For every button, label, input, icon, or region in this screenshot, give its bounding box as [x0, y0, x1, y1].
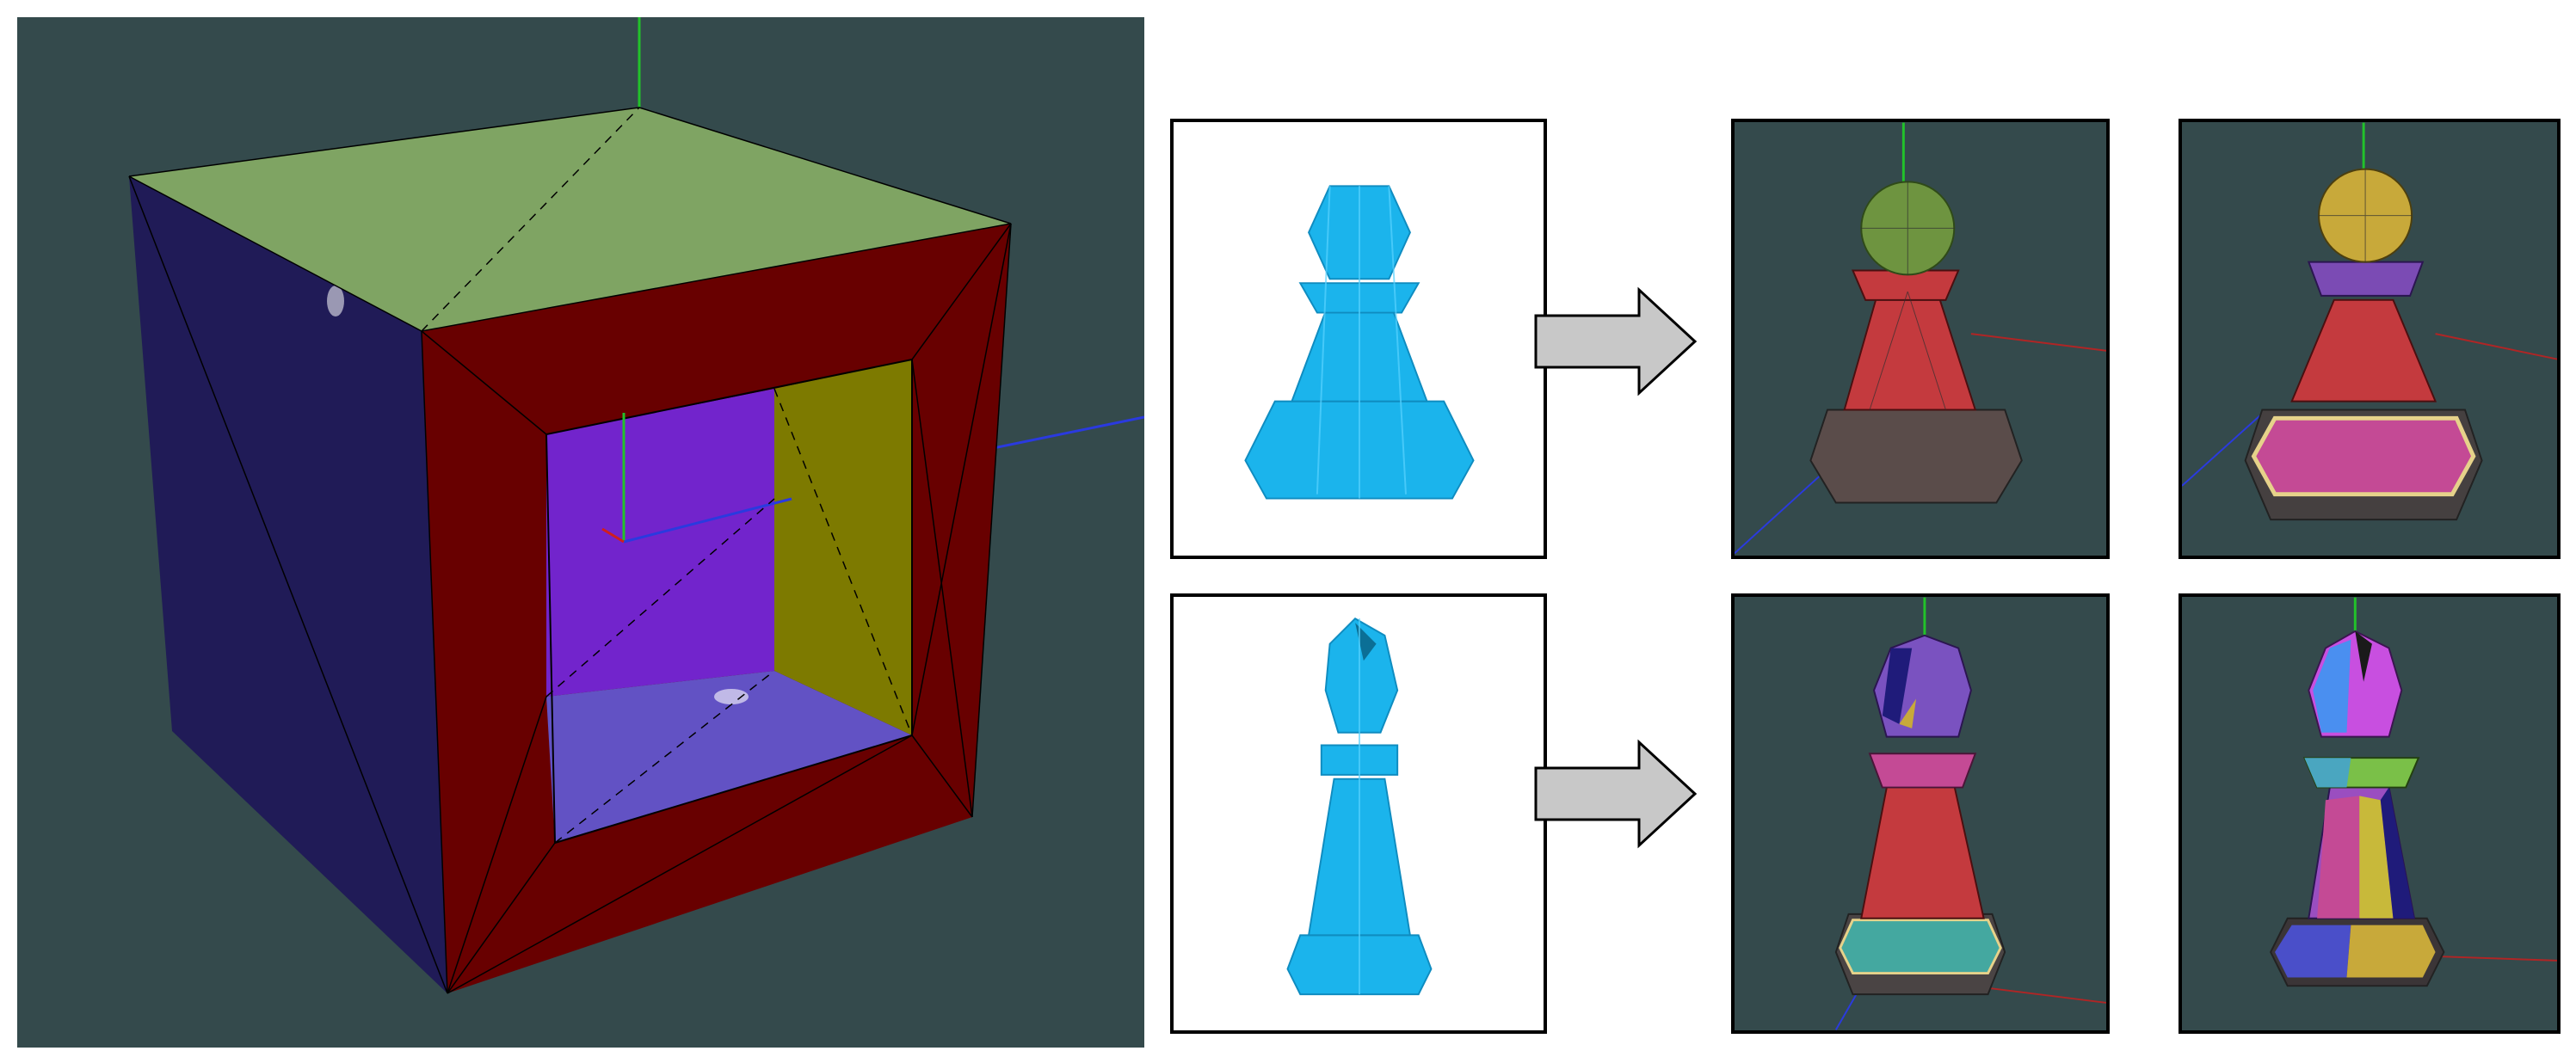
inner-axis-x: [623, 497, 792, 544]
bishop-segmentation-b-panel: [2179, 593, 2561, 1034]
pawn-seg-collar: [2307, 261, 2425, 297]
bishop-input-mesh: [1286, 617, 1433, 996]
pawn-seg-body: [2290, 298, 2437, 403]
right-arrow-icon: [1534, 286, 1698, 396]
pawn-seg-ring: [2251, 415, 2476, 497]
axis-x-line: [976, 415, 1144, 453]
cube-viewport: [17, 17, 1144, 1048]
mesh-edges: [128, 107, 1012, 994]
bishop-segmentation-b-render: [2270, 597, 2557, 987]
bishop-segmentation-a-panel: [1731, 593, 2110, 1034]
specular-highlight: [714, 689, 749, 704]
pawn-input-mesh: [1244, 185, 1475, 500]
bishop-input-panel: [1170, 593, 1547, 1034]
bishop-seg-collar: [1868, 753, 1977, 789]
specular-highlight: [327, 286, 344, 316]
inner-right-wall: [774, 360, 912, 735]
bishop-segmentation-a-render: [1834, 597, 2106, 1030]
pawn-segmentation-b-panel: [2179, 119, 2561, 559]
cube-segmentation-render: [128, 17, 1144, 994]
right-arrow-icon: [1534, 739, 1698, 849]
pawn-seg-base: [1809, 409, 2023, 504]
pawn-segmentation-a-render: [1735, 122, 2106, 555]
cube-top-face: [129, 108, 1011, 331]
inner-axis-z: [601, 527, 625, 544]
pawn-segmentation-a-panel: [1731, 119, 2110, 559]
pawn-input-panel: [1170, 119, 1547, 559]
pawn-segmentation-b-render: [2182, 122, 2557, 521]
bishop-seg-ring: [1839, 919, 2002, 975]
bishop-seg-body: [1860, 765, 1985, 919]
inner-floor: [546, 671, 912, 843]
pawn-seg-body: [1843, 291, 1977, 411]
inner-back-wall: [546, 389, 774, 697]
